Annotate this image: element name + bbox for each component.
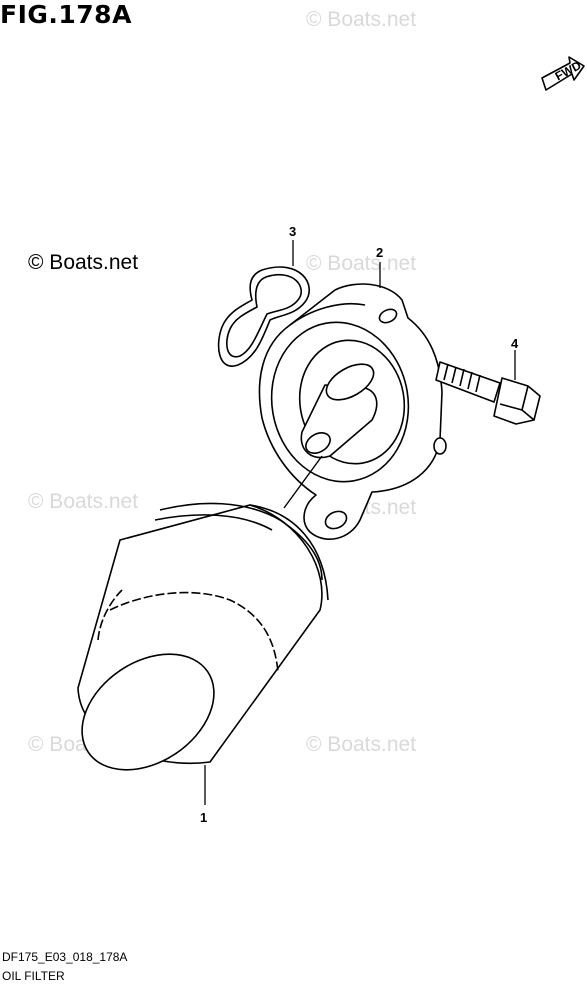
watermark: © Boats.net xyxy=(306,8,417,31)
part-group-name: OIL FILTER xyxy=(2,969,65,983)
copyright-credit: © Boats.net xyxy=(28,251,139,274)
callout-4: 4 xyxy=(511,336,519,351)
callout-1: 1 xyxy=(200,810,207,825)
flange-bolt xyxy=(435,361,541,425)
callout-3: 3 xyxy=(289,224,296,239)
fwd-direction-arrow: FWD xyxy=(541,56,585,91)
callout-2: 2 xyxy=(376,245,383,260)
leader-line xyxy=(283,455,323,509)
oil-filter xyxy=(77,502,329,771)
o-ring-gasket xyxy=(217,266,310,367)
watermark: © Boats.net xyxy=(28,490,139,513)
model-code: DF175_E03_018_178A xyxy=(2,950,128,964)
fwd-label: FWD xyxy=(553,58,584,83)
watermark: © Boats.net xyxy=(306,733,417,756)
watermark: © Boats.net xyxy=(306,252,417,275)
figure-title: FIG.178A xyxy=(0,0,132,29)
oil-filter-mount xyxy=(258,283,447,540)
